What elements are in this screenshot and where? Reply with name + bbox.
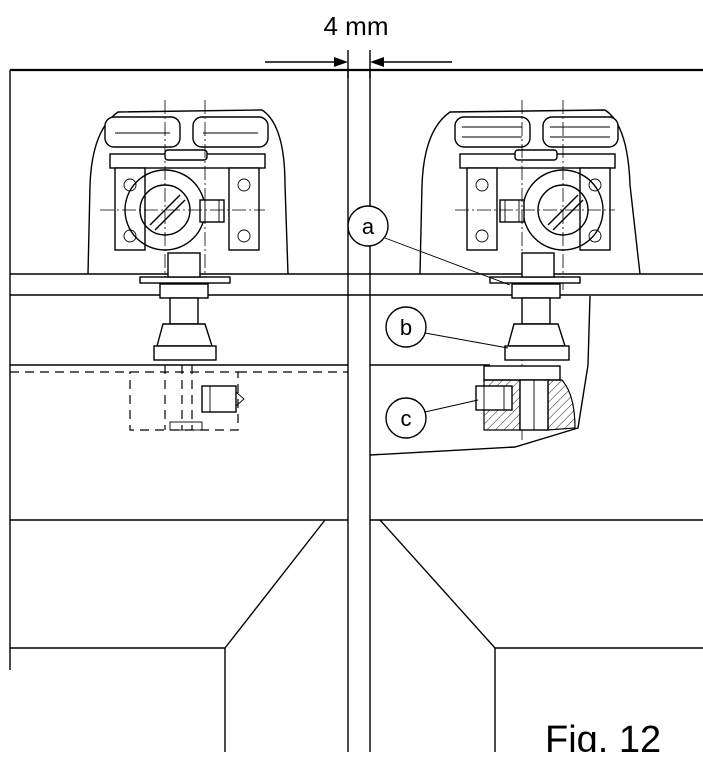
left-trolley xyxy=(10,100,348,431)
top-rail xyxy=(9,68,703,670)
callout-a-label: a xyxy=(362,214,375,239)
right-trolley xyxy=(419,100,641,440)
callout-c: c xyxy=(385,397,479,439)
gap-dimension-label: 4 mm xyxy=(324,11,389,41)
figure-caption: Fig. 12 xyxy=(545,719,661,752)
callout-a: a xyxy=(347,205,511,286)
callout-b-label: b xyxy=(400,315,412,340)
callout-b: b xyxy=(385,306,509,349)
callout-c-label: c xyxy=(401,406,412,431)
door-panels xyxy=(10,70,703,752)
gap-dimension: 4 mm xyxy=(265,11,452,78)
